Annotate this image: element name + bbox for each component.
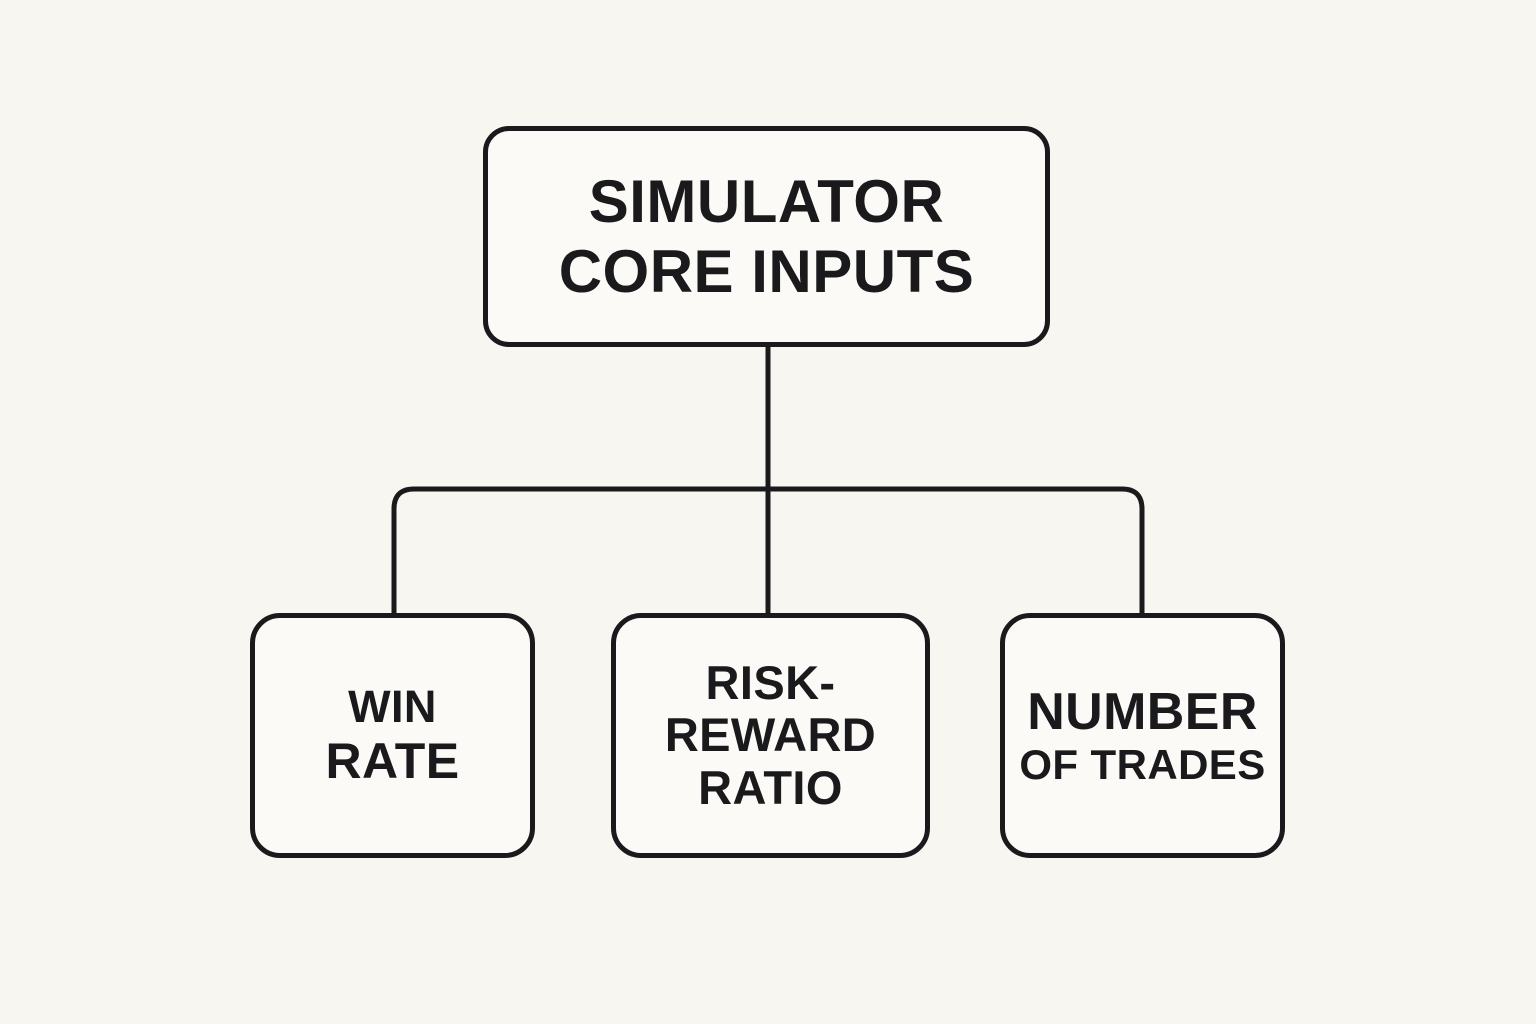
node-label-line: OF TRADES xyxy=(1019,741,1266,789)
connector-bus-to-win-rate xyxy=(391,486,768,613)
node-simulator-core-inputs[interactable]: SIMULATOR CORE INPUTS xyxy=(483,126,1050,347)
node-label-line: CORE INPUTS xyxy=(558,237,975,305)
node-label-line: WIN xyxy=(348,681,437,733)
node-label-line: RISK- xyxy=(705,655,836,709)
connector-bus-to-number-of-trades xyxy=(768,486,1145,613)
node-label-line: NUMBER xyxy=(1027,682,1258,741)
node-label-line: REWARD xyxy=(664,708,877,762)
node-label-line: SIMULATOR xyxy=(588,167,945,235)
node-label-line: RATE xyxy=(325,732,460,789)
node-risk-reward-ratio[interactable]: RISK- REWARD RATIO xyxy=(611,613,930,858)
node-win-rate[interactable]: WIN RATE xyxy=(250,613,535,858)
node-number-of-trades[interactable]: NUMBER OF TRADES xyxy=(1000,613,1285,858)
node-label-line: RATIO xyxy=(698,760,843,814)
